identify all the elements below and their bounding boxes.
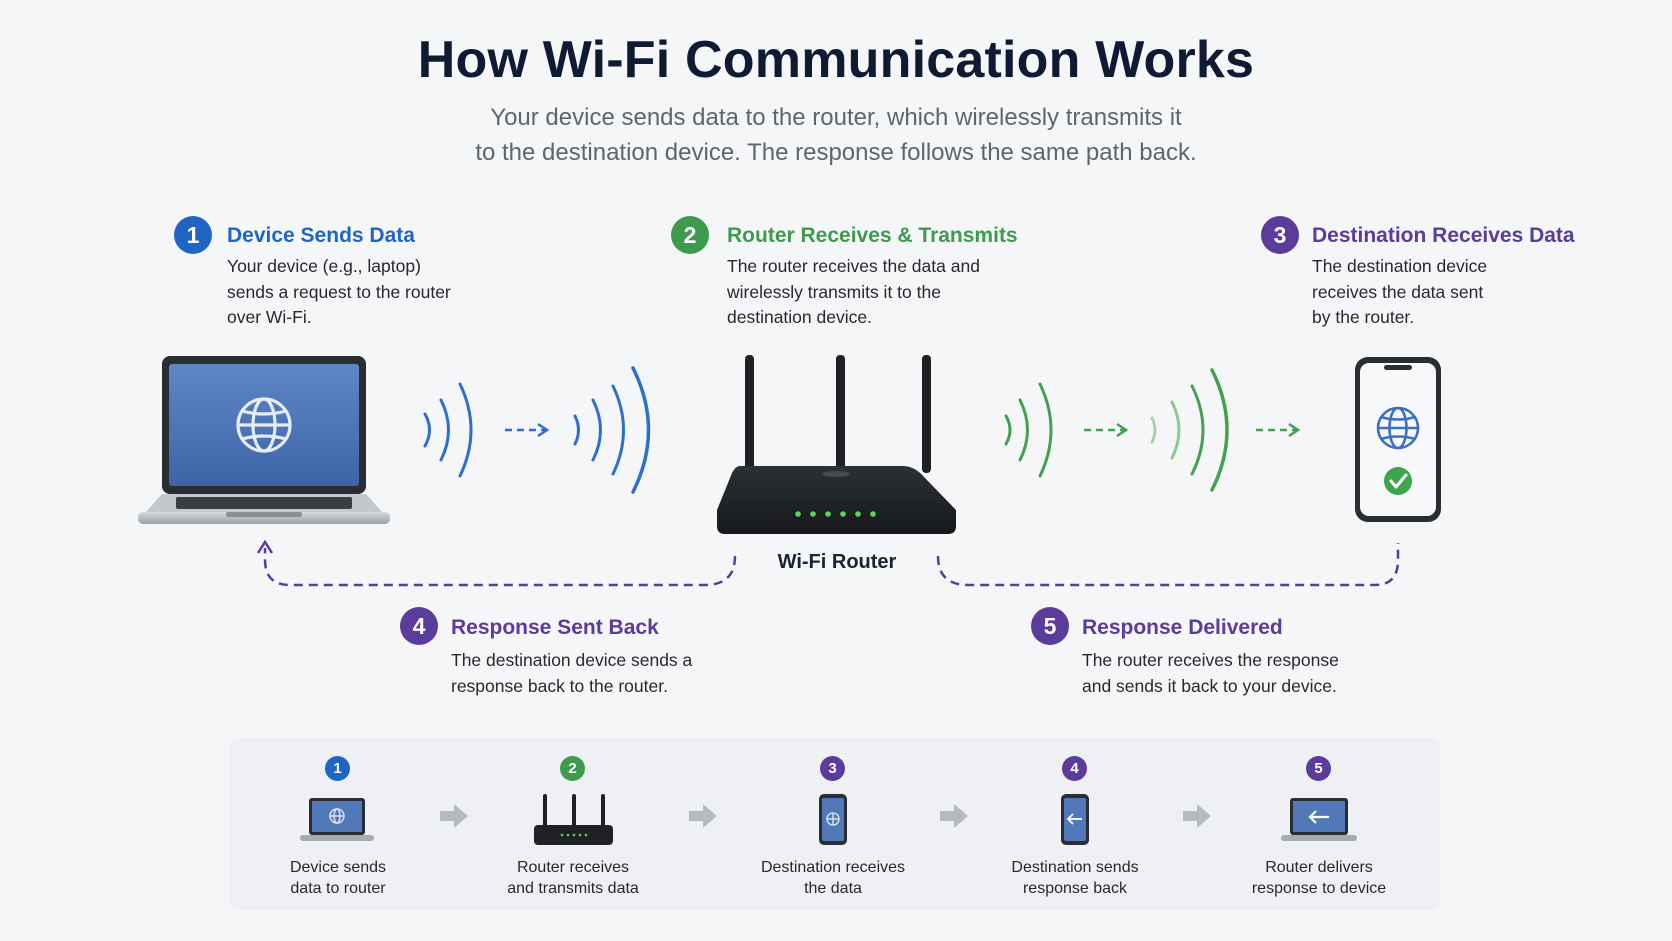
arrow-left-icon — [1066, 813, 1082, 825]
wifi-signal-icon — [423, 366, 651, 494]
summary-caption-line: the data — [804, 880, 862, 897]
step-3-body-line: receives the data sent — [1312, 281, 1484, 302]
summary-3-badge: 3 — [820, 756, 845, 781]
router-icon — [717, 355, 956, 534]
step-5-body: The router receives the response and sen… — [1082, 648, 1339, 699]
step-1-body: Your device (e.g., laptop) sends a reque… — [227, 254, 451, 331]
check-icon — [1384, 467, 1412, 495]
subtitle-line-1: Your device sends data to the router, wh… — [490, 104, 1182, 131]
step-4-body-line: response back to the router. — [451, 675, 668, 696]
step-1-body-line: over Wi-Fi. — [227, 307, 312, 327]
response-path-right — [936, 543, 1400, 587]
summary-5-caption: Router delivers response to device — [1219, 857, 1419, 899]
step-4-body-line: The destination device sends a — [451, 650, 693, 670]
arrow-left-icon — [1308, 810, 1329, 824]
router-label: Wi-Fi Router — [777, 551, 897, 573]
step-3-title: Destination Receives Data — [1312, 224, 1575, 247]
page-title: How Wi-Fi Communication Works — [417, 31, 1255, 89]
step-1-body-line: Your device (e.g., laptop) — [227, 256, 421, 276]
arrow-right-icon — [505, 422, 550, 438]
step-4-title: Response Sent Back — [451, 616, 659, 639]
summary-caption-line: Destination sends — [1011, 859, 1139, 876]
step-3-body: The destination device receives the data… — [1312, 254, 1487, 331]
globe-icon — [826, 812, 840, 826]
summary-caption-line: Device sends — [289, 859, 387, 876]
step-3-badge: 3 — [1261, 216, 1299, 254]
arrow-up-icon — [256, 539, 274, 554]
router-icon — [534, 794, 613, 845]
step-5-title: Response Delivered — [1082, 616, 1283, 639]
summary-2-caption: Router receives and transmits data — [473, 857, 673, 899]
step-2-title: Router Receives & Transmits — [727, 224, 1018, 247]
step-5-badge: 5 — [1031, 607, 1069, 645]
step-4-badge: 4 — [400, 607, 438, 645]
phone-icon — [1355, 357, 1441, 522]
summary-caption-line: Router receives — [516, 859, 630, 876]
step-1-body-line: sends a request to the router — [227, 281, 451, 302]
globe-icon — [236, 397, 292, 453]
globe-icon — [329, 808, 345, 824]
step-2-body-line: wirelessly transmits it to the — [727, 281, 941, 302]
step-5-body-line: The router receives the response — [1082, 650, 1339, 670]
step-2-badge: 2 — [671, 216, 709, 254]
step-1-title: Device Sends Data — [227, 224, 415, 247]
summary-caption-line: response back — [1022, 880, 1128, 897]
summary-caption-line: Destination receives — [760, 859, 906, 876]
step-1-badge: 1 — [174, 216, 212, 254]
step-2-body-line: destination device. — [727, 307, 872, 327]
summary-3-caption: Destination receives the data — [733, 857, 933, 899]
summary-4-badge: 4 — [1062, 756, 1087, 781]
step-4-body: The destination device sends a response … — [451, 648, 692, 699]
step-2-body-line: The router receives the data and — [727, 256, 980, 276]
wifi-signal-icon — [1004, 368, 1229, 492]
summary-2-badge: 2 — [560, 756, 585, 781]
arrow-right-icon — [1084, 422, 1301, 438]
summary-5-badge: 5 — [1306, 756, 1331, 781]
laptop-icon — [1281, 798, 1357, 841]
step-3-body-line: The destination device — [1312, 256, 1488, 276]
summary-caption-line: and transmits data — [507, 880, 639, 897]
summary-caption-line: data to router — [290, 880, 386, 897]
summary-1-badge: 1 — [325, 756, 350, 781]
arrow-right-icon — [440, 804, 1211, 828]
laptop-icon — [300, 798, 374, 841]
summary-4-caption: Destination sends response back — [975, 857, 1175, 899]
subtitle-line-2: to the destination device. The response … — [475, 139, 1197, 166]
globe-icon — [1376, 406, 1420, 450]
step-3-body-line: by the router. — [1312, 307, 1415, 327]
step-5-body-line: and sends it back to your device. — [1082, 675, 1337, 696]
response-path-left — [263, 548, 737, 587]
summary-caption-line: response to device — [1251, 880, 1387, 897]
step-2-body: The router receives the data and wireles… — [727, 254, 980, 331]
summary-caption-line: Router delivers — [1265, 859, 1373, 876]
summary-1-caption: Device sends data to router — [238, 857, 438, 899]
